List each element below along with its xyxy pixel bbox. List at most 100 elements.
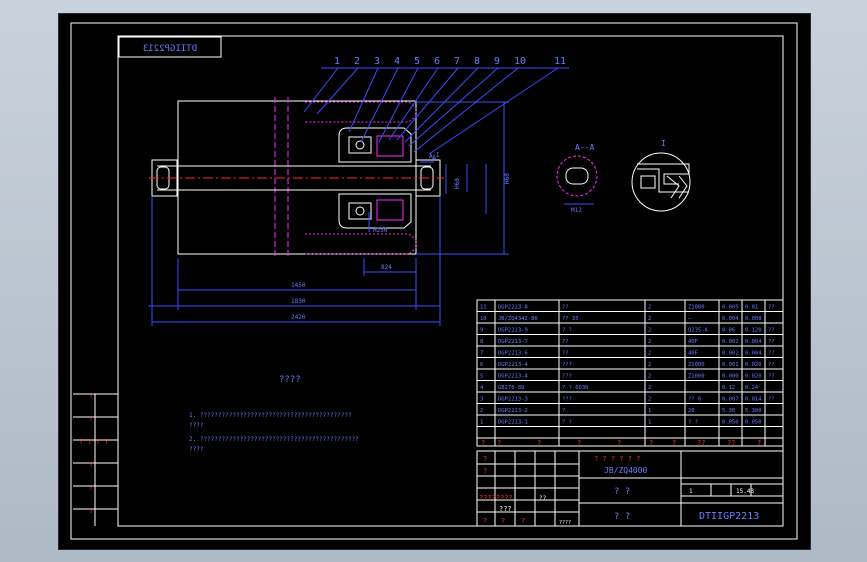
bom-cell: ??	[562, 305, 569, 311]
bom-cell: ?? 6	[688, 397, 701, 403]
bom-cell: 5	[480, 374, 483, 380]
bom-cell: 7	[480, 351, 483, 357]
svg-text:?: ?	[483, 467, 487, 475]
svg-text:3: 3	[374, 56, 380, 67]
bom-cell: 11	[480, 305, 487, 311]
svg-text:15.43: 15.43	[736, 488, 754, 495]
svg-text:DTIIGP2213: DTIIGP2213	[699, 511, 759, 522]
bom-cell: 0.014	[745, 397, 762, 403]
left-margin-table: ? ? ? ? ? ? ? ? ?	[73, 392, 118, 526]
bom-cell: 9	[480, 328, 483, 334]
bom-cell: 2	[480, 408, 483, 414]
bom-cell: 4	[480, 385, 484, 391]
svg-text:?: ?	[89, 392, 93, 400]
bom-cell: 0.007	[722, 397, 739, 403]
bom-header-cell: ?	[481, 439, 485, 447]
svg-text:A--A: A--A	[575, 143, 594, 152]
bom-cell: 0.004	[745, 339, 762, 345]
svg-text:9: 9	[494, 56, 500, 67]
bom-cell: DGP2213-9	[498, 328, 528, 334]
bom-cell: 2	[648, 385, 651, 391]
bom-cell: 0.01	[745, 305, 758, 311]
cad-drawing-viewport[interactable]: DTIIGP2213 ? ? ? ? ? ? ? ? ?	[58, 13, 811, 550]
bom-cell: Q235-A	[688, 328, 709, 334]
bom-cell: 0.008	[745, 316, 762, 322]
svg-text:8: 8	[474, 56, 480, 67]
bom-cell: ? ?	[562, 328, 572, 334]
bom-cell: 1	[480, 420, 483, 426]
detail-i: I	[631, 139, 691, 212]
outer-frame	[70, 22, 798, 540]
svg-text:1450: 1450	[291, 282, 306, 289]
svg-text:????: ????	[189, 422, 204, 429]
bom-cell: 40F	[688, 351, 698, 357]
bom-cell: ??	[768, 397, 775, 403]
bom-cell: 20	[688, 408, 695, 414]
svg-text:1830: 1830	[291, 298, 306, 305]
drawing-sheet: DTIIGP2213 ? ? ? ? ? ? ? ? ?	[70, 22, 798, 540]
technical-notes: ???? 1. ????????????????????????????????…	[189, 375, 359, 453]
bom-header-cell: ?	[497, 439, 501, 447]
bom-cell: 2	[648, 305, 651, 311]
svg-text:JB/ZQ4000: JB/ZQ4000	[604, 466, 648, 475]
svg-text:H60: H60	[454, 178, 461, 189]
bom-cell: 2	[648, 339, 651, 345]
bom-cell: 5.300	[745, 408, 762, 414]
section-aa: A--A M12	[556, 143, 598, 214]
bom-cell: 10	[480, 316, 487, 322]
bom-cell: 0.002	[722, 351, 739, 357]
bom-cell: 0.020	[745, 374, 762, 380]
svg-text:6: 6	[434, 56, 440, 67]
bom-cell: 3	[480, 397, 483, 403]
svg-text:2420: 2420	[291, 314, 306, 321]
svg-text:H250: H250	[373, 227, 388, 234]
svg-text:?: ?	[521, 517, 525, 525]
svg-text:4: 4	[394, 56, 400, 67]
bom-cell: ? ? 6030	[562, 385, 589, 391]
bom-cell: 6	[480, 362, 483, 368]
mirrored-code: DTIIGP2213	[143, 44, 197, 54]
svg-text:A: A	[429, 153, 433, 160]
svg-text:?: ?	[483, 455, 487, 463]
svg-text:1: 1	[689, 488, 693, 495]
bom-cell: 0.020	[745, 362, 762, 368]
bom-cell: 0.12	[722, 385, 735, 391]
bom-header-cell: ?	[649, 439, 653, 447]
svg-text:11: 11	[554, 56, 566, 67]
dimension-lines: H60 H60 1450 1830 2420 824 H250	[148, 101, 511, 326]
svg-text:A: A	[432, 154, 437, 162]
bom-cell: ??	[768, 305, 775, 311]
bom-cell: DGP2213-7	[498, 339, 528, 345]
bom-cell: 2	[648, 374, 651, 380]
bom-cell: 0.005	[722, 305, 739, 311]
svg-text:????: ????	[189, 446, 204, 453]
bom-cell: 0.000	[722, 374, 739, 380]
bom-cell: GB276-89	[498, 385, 525, 391]
bom-cell: DGP2213-1	[498, 420, 528, 426]
svg-text:?: ?	[89, 415, 93, 423]
bom-cell: 0.120	[745, 328, 762, 334]
bom-cell: DGP2213-2	[498, 408, 528, 414]
svg-text:824: 824	[381, 264, 392, 271]
callout-numbers: 1 2 3 4 5 6 7 8 9 10 11 I A	[303, 56, 569, 162]
bom-cell: 0.24	[745, 385, 759, 391]
svg-text:???: ???	[499, 505, 512, 513]
svg-text:2. ???????????????????????????: 2. ?????????????????????????????????????…	[189, 436, 359, 443]
bom-cell: ? ?	[562, 420, 572, 426]
svg-text:??: ??	[539, 495, 547, 502]
svg-text:? ?: ? ?	[614, 487, 630, 497]
bom-cell: —	[688, 316, 692, 322]
bom-cell: ?	[562, 408, 565, 414]
svg-text:????????: ????????	[479, 494, 513, 502]
bom-cell: 2	[648, 351, 651, 357]
svg-text:?: ?	[501, 517, 505, 525]
svg-text:10: 10	[514, 56, 526, 67]
bom-cell: ??	[562, 339, 569, 345]
bom-cell: Z1000	[688, 374, 705, 380]
bom-cell: 0.001	[722, 362, 739, 368]
bom-cell: ?? 35	[562, 316, 579, 322]
bom-cell: ??	[768, 339, 775, 345]
bom-cell: Z1000	[688, 305, 705, 311]
svg-text:7: 7	[454, 56, 460, 67]
